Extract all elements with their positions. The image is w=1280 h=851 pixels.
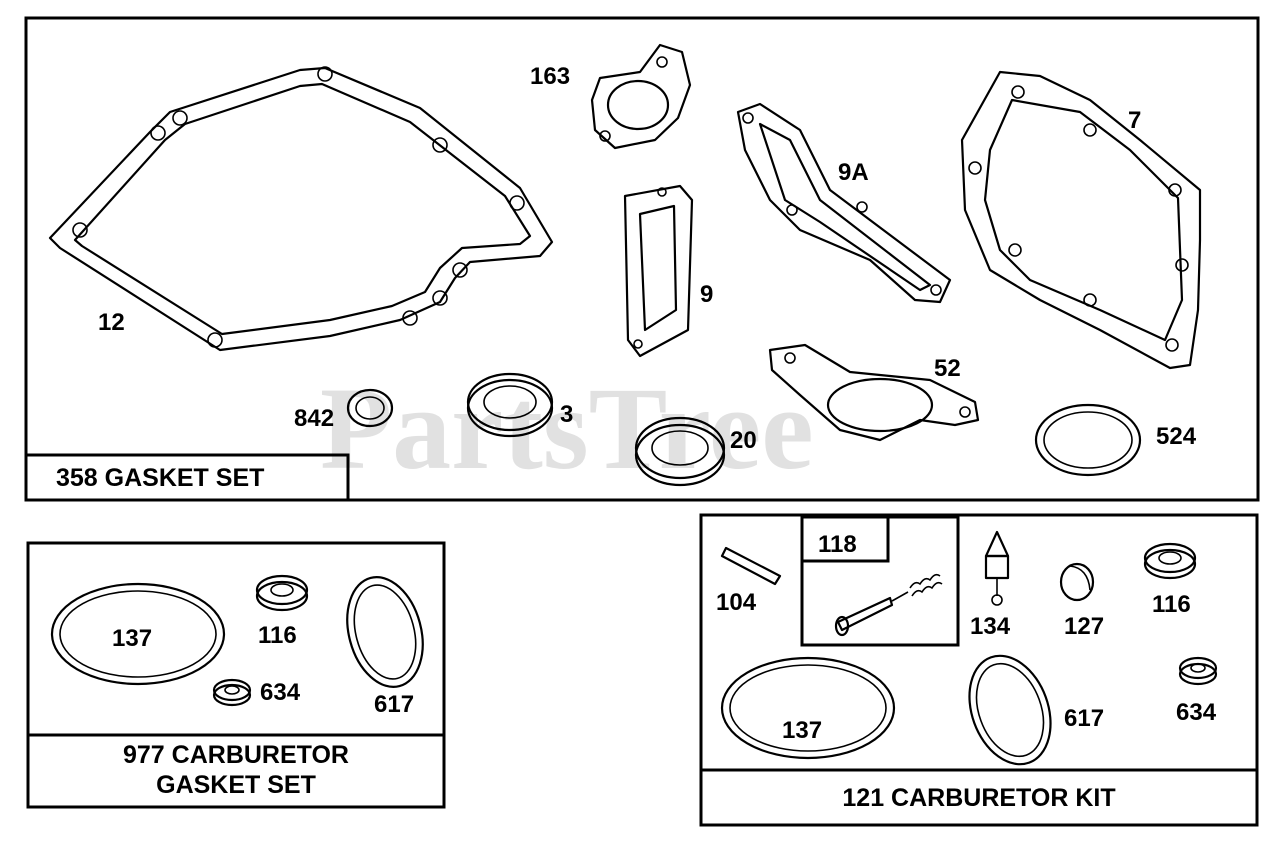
label-104: 104 bbox=[716, 589, 757, 616]
part-7-head-gasket[interactable] bbox=[960, 70, 1202, 370]
part-9-gasket[interactable] bbox=[623, 184, 694, 358]
part-116-washer[interactable] bbox=[255, 574, 309, 612]
watermark: PartsTree bbox=[320, 363, 814, 494]
part-12-crankcase-gasket[interactable] bbox=[48, 66, 554, 352]
gasket-set-frame bbox=[24, 16, 1260, 502]
part-134-needle[interactable] bbox=[984, 530, 1010, 606]
carb-gasket-set-title-line2: GASKET SET bbox=[156, 771, 316, 799]
carb-gasket-set-frame bbox=[26, 541, 446, 809]
label-137-a: 137 bbox=[112, 625, 152, 652]
carb-gasket-set-title-line1: 977 CARBURETOR bbox=[123, 741, 349, 769]
carb-kit-section: 121 CARBURETOR KIT 104 118 134 12 bbox=[699, 513, 1259, 827]
carb-kit-frame bbox=[699, 513, 1259, 827]
label-617-a: 617 bbox=[374, 691, 414, 718]
part-634-washer[interactable] bbox=[212, 678, 252, 707]
label-116-a: 116 bbox=[258, 622, 297, 649]
label-9a: 9A bbox=[838, 159, 869, 186]
label-634-b: 634 bbox=[1176, 699, 1217, 726]
label-12: 12 bbox=[98, 309, 125, 336]
label-134: 134 bbox=[970, 613, 1011, 640]
part-163-gasket[interactable] bbox=[590, 43, 692, 150]
part-3-oil-seal[interactable] bbox=[466, 372, 554, 438]
part-617-ring-kit[interactable] bbox=[955, 644, 1065, 775]
label-137-b: 137 bbox=[782, 717, 822, 744]
gasket-set-title: 358 GASKET SET bbox=[56, 464, 264, 492]
label-617-b: 617 bbox=[1064, 705, 1104, 732]
gasket-set-title-box bbox=[24, 453, 350, 502]
label-163: 163 bbox=[530, 63, 570, 90]
carb-kit-title: 121 CARBURETOR KIT bbox=[842, 784, 1115, 812]
label-524: 524 bbox=[1156, 423, 1197, 450]
label-634-a: 634 bbox=[260, 679, 301, 706]
part-617-ring[interactable] bbox=[336, 569, 435, 696]
part-634-washer-kit[interactable] bbox=[1178, 656, 1218, 686]
label-20: 20 bbox=[730, 427, 757, 454]
label-9: 9 bbox=[700, 281, 713, 308]
part-116-washer-kit[interactable] bbox=[1143, 542, 1197, 580]
label-842: 842 bbox=[294, 405, 334, 432]
label-127: 127 bbox=[1064, 613, 1104, 640]
part-137-ring[interactable] bbox=[50, 582, 226, 686]
part-9a-gasket[interactable] bbox=[736, 102, 952, 304]
part-137-ring-kit[interactable] bbox=[720, 656, 896, 760]
label-3: 3 bbox=[560, 401, 573, 428]
part-20-oil-seal[interactable] bbox=[634, 416, 726, 487]
label-118: 118 bbox=[818, 531, 857, 558]
part-524-ring[interactable] bbox=[1034, 403, 1142, 477]
part-52-gasket[interactable] bbox=[768, 343, 980, 442]
carb-gasket-set-section: 977 CARBURETOR GASKET SET 137 116 617 63… bbox=[26, 541, 446, 809]
gasket-set-section: 358 GASKET SET 12 163 bbox=[24, 16, 1260, 502]
part-118-screw-spring[interactable] bbox=[834, 573, 943, 637]
part-104-pin[interactable] bbox=[720, 546, 782, 586]
label-52: 52 bbox=[934, 355, 961, 382]
label-7: 7 bbox=[1128, 107, 1141, 134]
part-842-ring[interactable] bbox=[346, 388, 394, 428]
part-118-label-box bbox=[800, 515, 890, 563]
part-127-plug[interactable] bbox=[1059, 562, 1095, 602]
label-116-b: 116 bbox=[1152, 591, 1191, 618]
